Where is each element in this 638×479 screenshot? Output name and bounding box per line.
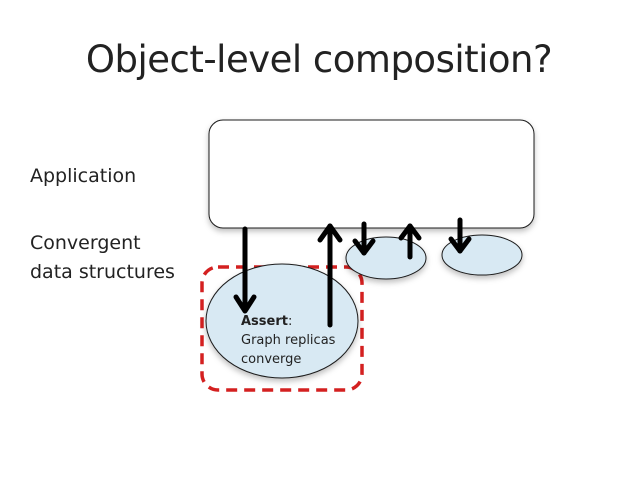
- arrow-up-2: [398, 223, 422, 260]
- assertion-line2: converge: [241, 352, 302, 367]
- assertion-line1: Graph replicas: [241, 333, 336, 348]
- assertion-heading-suffix: :: [287, 314, 293, 329]
- assertion-text: Assert: Graph replicas converge: [241, 312, 335, 369]
- application-box: [208, 119, 535, 229]
- arrow-up-1: [317, 223, 343, 328]
- application-layer-label: Application: [30, 165, 137, 187]
- convergent-label-line1: Convergent: [30, 232, 141, 254]
- assertion-heading-row: Assert:: [241, 312, 335, 331]
- page-title: Object-level composition?: [85, 38, 553, 81]
- assertion-heading: Assert: [241, 314, 288, 329]
- arrow-down-1: [233, 226, 257, 314]
- arrow-down-2: [352, 221, 376, 256]
- convergent-layer-label: Convergent data structures: [30, 229, 175, 287]
- convergent-label-line2: data structures: [30, 261, 175, 283]
- arrow-down-3: [448, 217, 472, 254]
